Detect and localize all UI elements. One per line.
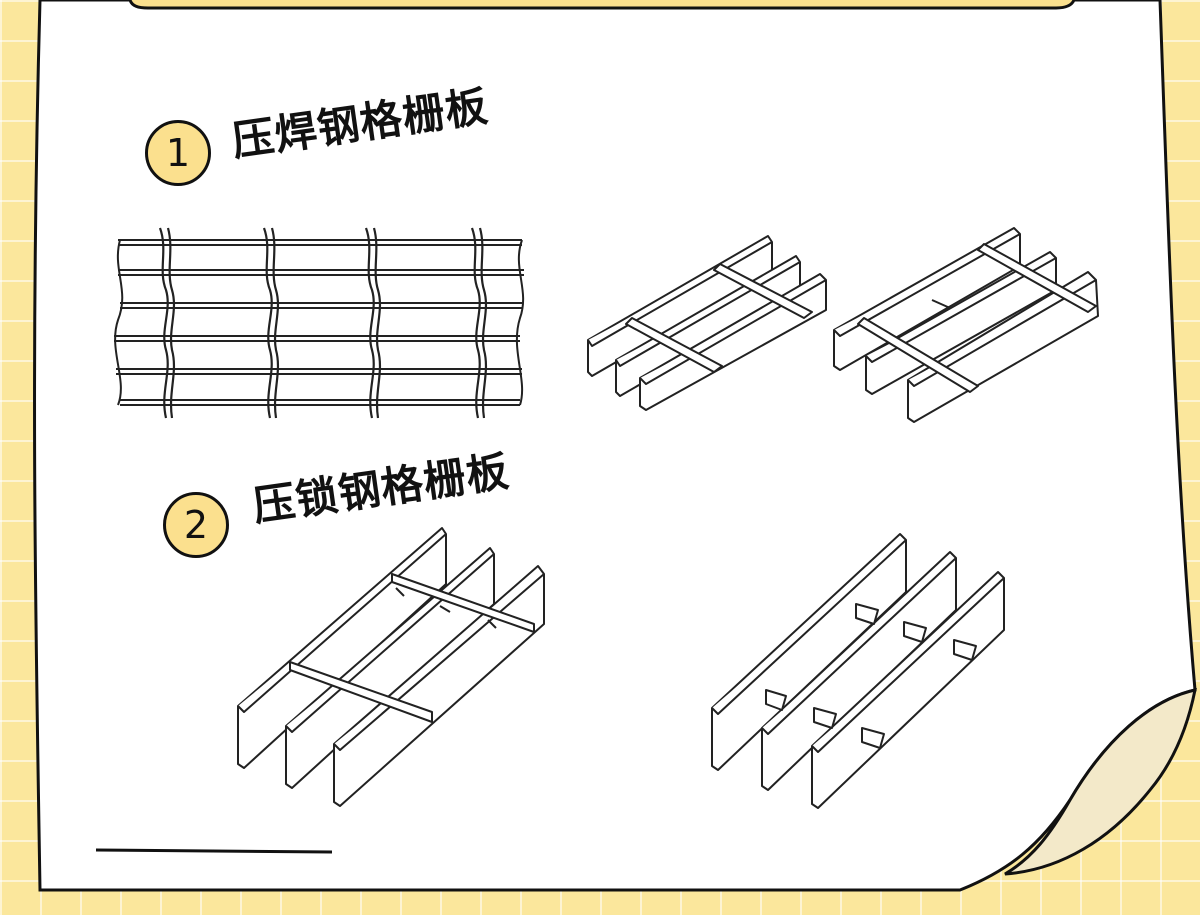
bearing-bars — [114, 239, 524, 406]
welded-grating-iso-b — [833, 227, 1099, 423]
section-2-number-badge: 2 — [163, 492, 229, 558]
section-2-number: 2 — [183, 503, 209, 547]
section-1-number-badge: 1 — [145, 120, 211, 186]
paper-sheet — [33, 0, 1197, 892]
twisted-cross-bars — [158, 227, 488, 419]
section-1-number: 1 — [165, 131, 191, 175]
paper-curl — [1004, 688, 1197, 876]
locked-grating-iso-a — [237, 527, 545, 807]
welded-grating-plan-drawing — [114, 227, 525, 419]
footer-rule — [95, 848, 333, 854]
locked-grating-iso-b — [711, 533, 1005, 809]
top-box-edge — [128, 0, 1076, 10]
welded-grating-iso-a — [587, 235, 827, 411]
